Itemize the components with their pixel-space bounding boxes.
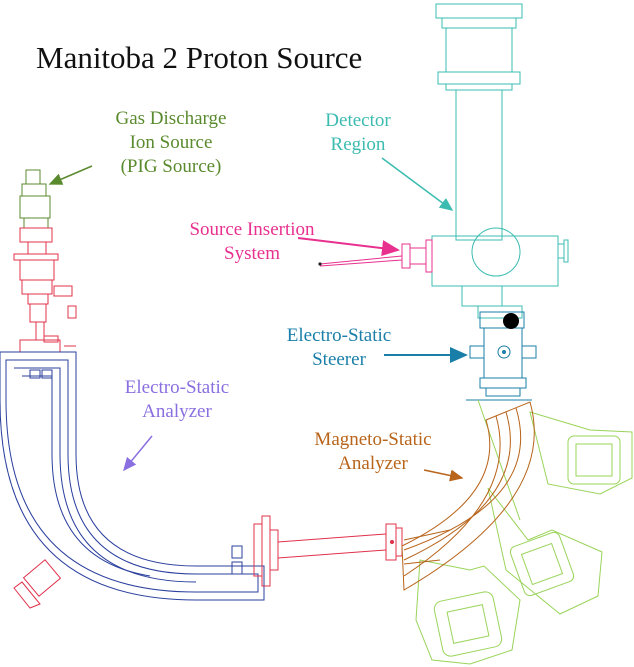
label-source-insertion: Source Insertion System — [162, 218, 342, 266]
detector-marker-dot — [503, 313, 519, 329]
label-gas-discharge: Gas Discharge Ion Source (PIG Source) — [86, 107, 256, 179]
transport-line-drawing — [13, 515, 403, 609]
label-line: Analyzer — [338, 453, 408, 474]
esa-drawing — [0, 351, 265, 601]
label-line: Electro-Static — [124, 377, 230, 398]
label-steerer: Electro-Static Steerer — [264, 324, 414, 372]
label-line: Magneto-Static — [314, 429, 432, 450]
label-line: Ion Source — [129, 132, 213, 153]
label-line: Steerer — [312, 349, 366, 370]
insertion-tip — [318, 262, 322, 266]
detector-arrow — [381, 157, 454, 211]
label-line: Analyzer — [142, 401, 212, 422]
label-esa: Electro-Static Analyzer — [102, 376, 252, 424]
label-line: Source Insertion — [189, 219, 315, 240]
source-insertion-drawing — [319, 239, 433, 273]
label-line: Region — [330, 134, 386, 155]
beamline-column-drawing — [13, 227, 77, 353]
msa-arrow — [423, 469, 464, 482]
esa-arrow — [123, 435, 153, 472]
label-msa: Magneto-Static Analyzer — [290, 428, 456, 476]
label-line: System — [224, 243, 280, 264]
label-detector-region: Detector Region — [294, 109, 422, 157]
msa-drawing — [401, 401, 535, 591]
label-line: Electro-Static — [286, 325, 392, 346]
detector-region-drawing — [431, 3, 569, 319]
label-line: (PIG Source) — [120, 156, 222, 177]
insertion-arrow — [297, 237, 400, 257]
msa-chambers-drawing — [415, 399, 633, 665]
label-line: Gas Discharge — [115, 108, 227, 129]
steerer-drawing — [466, 311, 537, 401]
ion-source-drawing — [19, 169, 51, 229]
diagram-title: Manitoba 2 Proton Source — [36, 40, 363, 75]
gas-source-arrow — [48, 165, 93, 185]
label-line: Detector — [325, 110, 391, 131]
